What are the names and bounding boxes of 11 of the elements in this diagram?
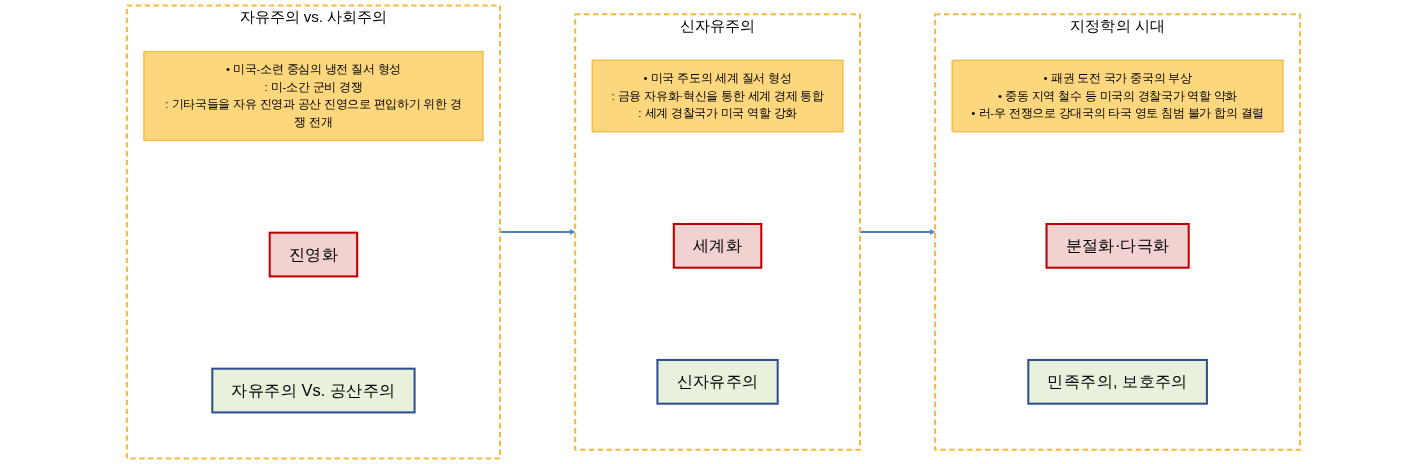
arrow xyxy=(859,229,936,235)
node-box: • 미국-소련 중심의 냉전 질서 형성 : 미-소간 군비 경쟁 : 기타국들을 자유 진영과 공산 진영으로 편입하기 위한 경쟁 전개 xyxy=(143,50,484,142)
node-box: 자유주의 Vs. 공산주의 xyxy=(211,367,416,414)
node-box: 민족주의, 보호주의 xyxy=(1027,358,1208,405)
node-box: 세계화 xyxy=(672,222,763,269)
node-box: • 미국 주도의 세계 질서 형성 : 금융 자유화·혁신을 통한 세계 경제 통합 : 세계 경찰국가 미국 역할 강화 xyxy=(591,59,844,133)
node-box: 진영화 xyxy=(268,231,359,278)
arrow xyxy=(500,229,576,235)
node-box: 신자유주의 xyxy=(656,358,779,405)
node-box: 분절화·다극화 xyxy=(1045,222,1190,269)
node-box: • 패권 도전 국가 중국의 부상 • 중동 지역 철수 등 미국의 경찰국가 역할 약화 • 러-우 전쟁으로 강대국의 타국 영토 침범 불가 합의 결렬 xyxy=(951,59,1284,133)
